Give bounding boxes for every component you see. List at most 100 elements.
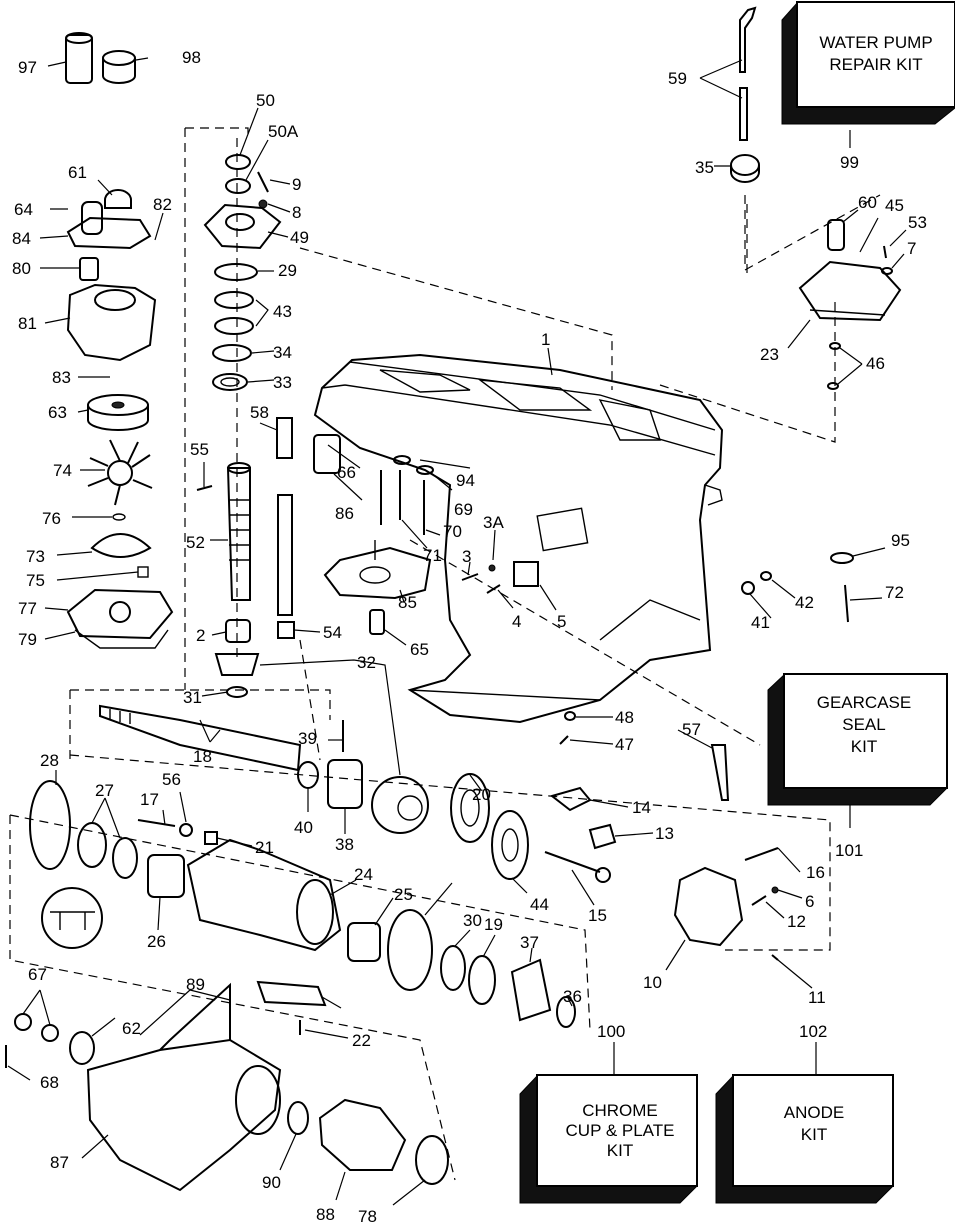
- part-callout-55: 55: [190, 440, 209, 459]
- part-callout-70: 70: [443, 522, 462, 541]
- part-callout-94: 94: [456, 471, 475, 490]
- chrome-kit-line-2: CUP & PLATE: [566, 1121, 675, 1140]
- part-callout-19: 19: [484, 915, 503, 934]
- water-tube-and-plate: [730, 6, 902, 390]
- part-callout-42: 42: [795, 593, 814, 612]
- part-callout-74: 74: [53, 461, 72, 480]
- part-callout-80: 80: [12, 259, 31, 278]
- part-callout-20: 20: [472, 785, 491, 804]
- part-callout-35: 35: [695, 158, 714, 177]
- part-callout-22: 22: [352, 1031, 371, 1050]
- part-callout-33: 33: [273, 373, 292, 392]
- part-callout-54: 54: [323, 623, 342, 642]
- part-callout-86: 86: [335, 504, 354, 523]
- part-callout-29: 29: [278, 261, 297, 280]
- part-callout-27: 27: [95, 781, 114, 800]
- part-callout-69: 69: [454, 500, 473, 519]
- anode-kit-line-2: KIT: [801, 1125, 827, 1144]
- part-callout-100: 100: [597, 1022, 625, 1041]
- part-callout-32: 32: [357, 653, 376, 672]
- part-callout-89: 89: [186, 975, 205, 994]
- part-callout-44: 44: [530, 895, 549, 914]
- anode-kit-line-1: ANODE: [784, 1103, 844, 1122]
- part-callout-63: 63: [48, 403, 67, 422]
- bearing-carrier-prop-assembly: [5, 780, 576, 1192]
- part-callout-47: 47: [615, 735, 634, 754]
- part-callout-4: 4: [512, 612, 521, 631]
- chrome-cup-plate-kit-box: CHROME CUP & PLATE KIT: [519, 1074, 698, 1204]
- gearcase-seal-kit-line-2: SEAL: [842, 715, 885, 734]
- part-callout-3a: 3A: [483, 513, 504, 532]
- part-callout-43: 43: [273, 302, 292, 321]
- part-callout-31: 31: [183, 688, 202, 707]
- part-callout-59: 59: [668, 69, 687, 88]
- part-callout-18: 18: [193, 747, 212, 766]
- water-pump-components: [65, 32, 174, 649]
- part-callout-3: 3: [462, 547, 471, 566]
- part-callout-11: 11: [808, 988, 826, 1007]
- part-callout-60: 60: [858, 193, 877, 212]
- part-callout-73: 73: [26, 547, 45, 566]
- part-callout-75: 75: [26, 571, 45, 590]
- part-callout-101: 101: [835, 841, 863, 860]
- part-callout-45: 45: [885, 196, 904, 215]
- part-callout-84: 84: [12, 229, 31, 248]
- impeller: [87, 439, 153, 506]
- part-callout-6: 6: [805, 892, 814, 911]
- part-callout-68: 68: [40, 1073, 59, 1092]
- part-callout-87: 87: [50, 1153, 69, 1172]
- part-callout-12: 12: [787, 912, 806, 931]
- gearcase-seal-kit-line-3: KIT: [851, 737, 877, 756]
- leader-lines: [7, 57, 907, 1206]
- gearcase-seal-kit-box: GEARCASE SEAL KIT: [767, 673, 948, 806]
- part-callout-97: 97: [18, 58, 37, 77]
- part-callout-83: 83: [52, 368, 71, 387]
- part-callout-95: 95: [891, 531, 910, 550]
- part-callout-88: 88: [316, 1205, 335, 1224]
- part-callout-56: 56: [162, 770, 181, 789]
- anode-kit-box: ANODE KIT: [715, 1074, 894, 1204]
- part-callout-25: 25: [394, 885, 413, 904]
- driveshaft-column-parts: [196, 154, 295, 698]
- part-callout-79: 79: [18, 630, 37, 649]
- chrome-kit-line-1: CHROME: [582, 1101, 658, 1120]
- part-callout-40: 40: [294, 818, 313, 837]
- part-callout-28: 28: [40, 751, 59, 770]
- part-callout-46: 46: [866, 354, 885, 373]
- propshaft-assembly: [99, 704, 779, 961]
- part-callout-36: 36: [563, 987, 582, 1006]
- part-callout-65: 65: [410, 640, 429, 659]
- part-callout-5: 5: [557, 612, 566, 631]
- chrome-kit-line-3: KIT: [607, 1141, 633, 1160]
- part-callout-41: 41: [751, 613, 770, 632]
- gearcase-housing: [313, 353, 724, 724]
- part-callout-15: 15: [588, 906, 607, 925]
- water-pump-repair-kit-box: WATER PUMP REPAIR KIT: [781, 1, 955, 125]
- part-callout-52: 52: [186, 533, 205, 552]
- part-callout-50a: 50A: [268, 122, 299, 141]
- part-callout-10: 10: [643, 973, 662, 992]
- part-callout-76: 76: [42, 509, 61, 528]
- water-pump-kit-line-1: WATER PUMP: [819, 33, 932, 52]
- part-callout-62: 62: [122, 1019, 141, 1038]
- part-callout-23: 23: [760, 345, 779, 364]
- part-callout-38: 38: [335, 835, 354, 854]
- part-callout-14: 14: [632, 798, 651, 817]
- part-callout-98: 98: [182, 48, 201, 67]
- part-callout-72: 72: [885, 583, 904, 602]
- part-callout-85: 85: [398, 593, 417, 612]
- part-callout-24: 24: [354, 865, 373, 884]
- gearcase-seal-kit-line-1: GEARCASE: [817, 693, 911, 712]
- part-callout-102: 102: [799, 1022, 827, 1041]
- part-callout-58: 58: [250, 403, 269, 422]
- part-callout-53: 53: [908, 213, 927, 232]
- water-pump-kit-line-2: REPAIR KIT: [829, 55, 922, 74]
- part-callout-49: 49: [290, 228, 309, 247]
- part-callout-8: 8: [292, 203, 301, 222]
- trim-tab: [323, 540, 432, 600]
- part-callout-67: 67: [28, 965, 47, 984]
- part-callout-77: 77: [18, 599, 37, 618]
- part-callout-37: 37: [520, 933, 539, 952]
